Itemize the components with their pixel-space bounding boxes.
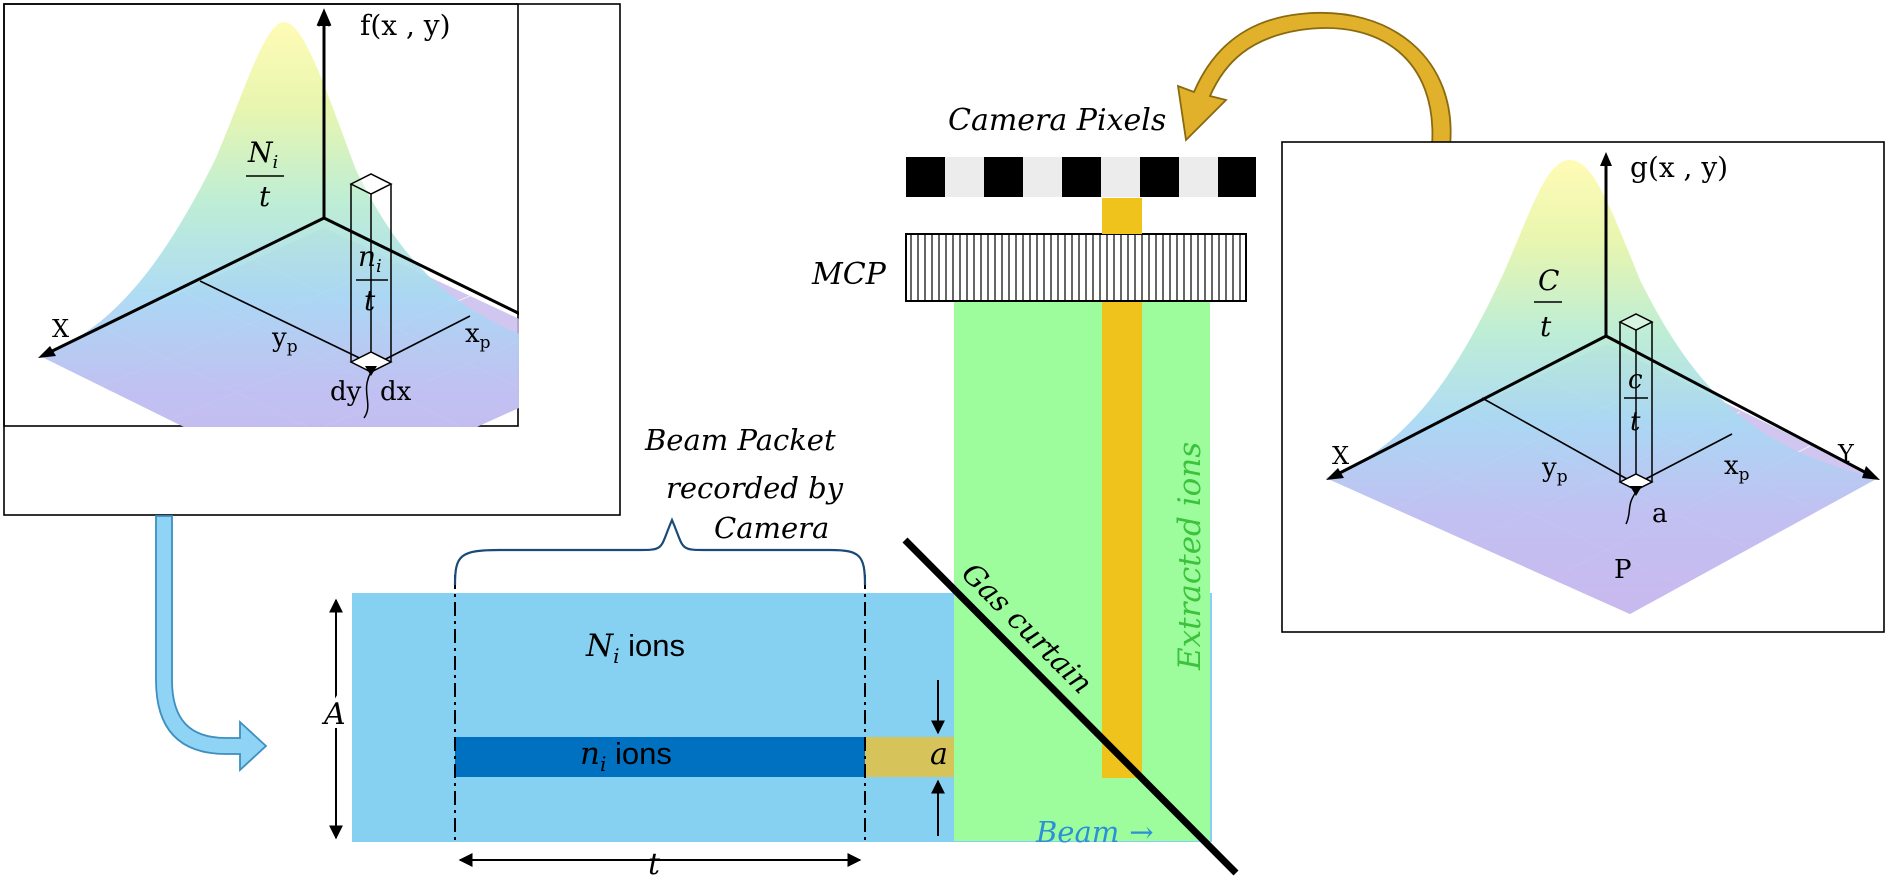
left-panel-overflow-mask — [519, 0, 619, 430]
time-t-label: t — [648, 847, 661, 879]
left-yp-label: yp — [271, 323, 298, 357]
right-panel: g(x , y) C t c t X Y yp xp a P — [1281, 141, 1885, 633]
right-yp-line — [1481, 397, 1637, 485]
left-column-denominator: t — [364, 284, 376, 317]
left-panel-frame-line — [3, 3, 621, 516]
mcp-label: MCP — [811, 257, 887, 292]
right-axis-x-label: X — [1332, 442, 1349, 470]
right-pointer-head — [1630, 486, 1642, 496]
beam-packet-label-line1: Beam Packet — [644, 423, 836, 457]
left-panel-bottom-mask — [0, 427, 620, 507]
area-A-label: A — [321, 697, 346, 732]
right-axis-up-head — [1600, 152, 1612, 166]
right-axes — [1329, 158, 1877, 480]
gas-curtain-line — [902, 537, 1239, 876]
right-function-label: g(x , y) — [1630, 151, 1728, 184]
left-yp-line — [199, 280, 375, 366]
ion-band — [455, 737, 865, 777]
right-column — [1618, 313, 1654, 491]
right-axis-y-head — [1862, 466, 1880, 480]
extracted-ions-label: Extracted ions — [1172, 442, 1208, 671]
left-dy-label: dy — [330, 377, 362, 407]
right-axis-y-label: Y — [1837, 440, 1855, 468]
right-column-numerator: c — [1628, 365, 1643, 395]
blue-curved-arrow — [155, 515, 268, 773]
left-peak-denominator: t — [259, 180, 271, 213]
left-xp-line — [373, 315, 471, 366]
right-peak-denominator: t — [1540, 310, 1552, 343]
right-point-label: P — [1614, 555, 1632, 585]
right-gaussian-surface — [1326, 160, 1878, 614]
area-a-label: a — [930, 737, 948, 772]
right-yp-label: yp — [1541, 453, 1568, 487]
right-xp-label: xp — [1724, 451, 1750, 485]
left-axis-x-label: X — [52, 315, 69, 343]
left-pointer-head — [365, 366, 377, 376]
left-gaussian-surface — [40, 22, 616, 496]
left-dx-label: dx — [380, 377, 412, 407]
big-ions-label: Ni ions — [585, 628, 685, 668]
right-peak-numerator: C — [1538, 264, 1559, 297]
camera-pixels — [906, 157, 1256, 197]
left-xp-label: xp — [465, 319, 491, 353]
beam-packet-brace — [453, 517, 867, 586]
left-function-label: f(x , y) — [360, 9, 451, 42]
right-axis-x-head — [1326, 468, 1344, 480]
mcp-plate — [905, 233, 1247, 302]
beam-packet-label-line3: Camera — [714, 511, 829, 545]
left-pointer-curve — [363, 371, 372, 419]
left-axes — [41, 8, 615, 362]
beam-packet-label-line2: recorded by — [666, 471, 844, 505]
left-column-numerator: ni — [358, 240, 382, 277]
right-area-label: a — [1652, 499, 1668, 529]
left-peak-numerator: Ni — [247, 136, 278, 173]
left-column — [349, 173, 393, 373]
left-axis-x-head — [38, 346, 56, 358]
extracted-ions-region — [954, 301, 1210, 841]
small-ions-label: ni ions — [580, 736, 672, 776]
right-pointer-curve — [1625, 491, 1637, 525]
yellow-column-top — [1102, 198, 1142, 234]
beam-label: Beam→ — [1035, 815, 1154, 849]
right-column-denominator: t — [1630, 407, 1641, 437]
camera-pixels-label: Camera Pixels — [948, 103, 1166, 138]
orange-curved-arrow — [1176, 12, 1452, 147]
